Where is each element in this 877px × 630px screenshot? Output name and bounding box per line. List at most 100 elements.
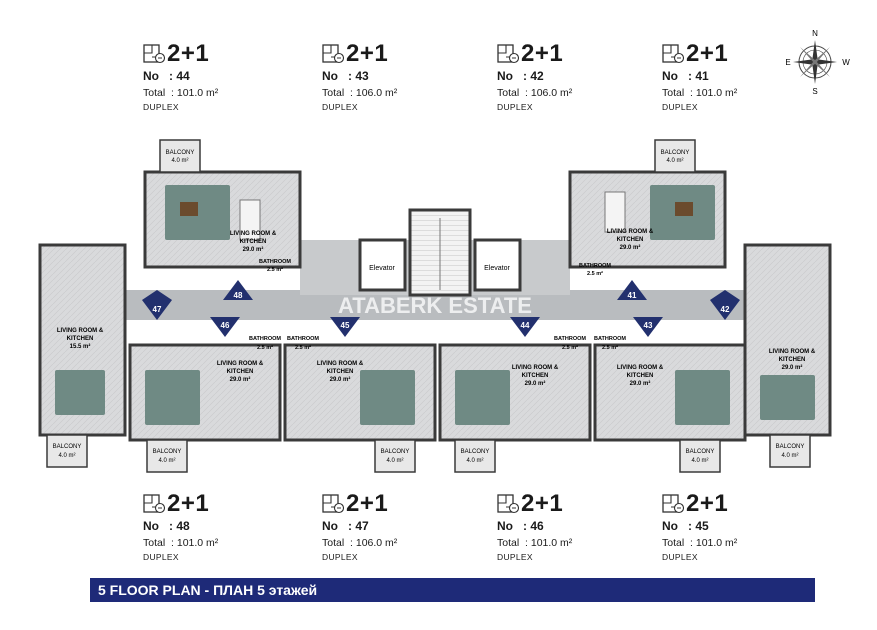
room-area: 29.0 m²	[630, 380, 651, 387]
bathroom-area: 2.5 m²	[295, 344, 311, 351]
unit-kind: DUPLEX	[497, 102, 533, 112]
svg-text:41: 41	[628, 291, 637, 300]
balcony-label: BALCONY	[686, 449, 715, 455]
unit-type: 2+1	[346, 490, 389, 517]
rug	[760, 375, 815, 420]
balcony-area: 4.0 m²	[691, 458, 708, 464]
balcony-label: BALCONY	[461, 449, 490, 455]
room-label: KITCHEN	[67, 336, 94, 342]
room-label: KITCHEN	[327, 369, 354, 375]
unit-card-42: 2+1 No : 42 Total : 106.0 m² DUPLEX	[497, 40, 632, 117]
unit-kind: DUPLEX	[662, 102, 698, 112]
bathroom-label: BATHROOM	[249, 336, 281, 342]
balcony-label: BALCONY	[166, 150, 195, 156]
compass-s: S	[812, 87, 817, 96]
room-label: LIVING ROOM &	[317, 361, 364, 367]
room-area: 15.5 m²	[70, 343, 91, 350]
room-label: LIVING ROOM &	[512, 365, 559, 371]
svg-text:45: 45	[341, 321, 350, 330]
rug	[455, 370, 510, 425]
room-label: KITCHEN	[779, 357, 806, 363]
balcony-label: BALCONY	[381, 449, 410, 455]
room-area: 29.0 m²	[230, 376, 251, 383]
balcony-bottom-5	[679, 439, 721, 473]
unit-total-area: Total : 101.0 m²	[143, 537, 219, 549]
balcony-label: BALCONY	[776, 444, 805, 450]
entry-marker: 44	[510, 317, 540, 337]
unit-card-41: 2+1 No : 41 Total : 101.0 m² DUPLEX	[662, 40, 797, 117]
bathroom-label: BATHROOM	[579, 263, 611, 269]
entry-marker: 45	[330, 317, 360, 337]
room-area: 29.0 m²	[782, 364, 803, 371]
rug	[145, 370, 200, 425]
balcony-area: 4.0 m²	[158, 458, 175, 464]
floorplan-icon	[497, 44, 519, 64]
unit-number: No : 46	[497, 519, 544, 533]
unit-total-area: Total : 101.0 m²	[143, 87, 219, 99]
unit-kind: DUPLEX	[497, 552, 533, 562]
floorplan-icon	[662, 494, 684, 514]
unit-kind: DUPLEX	[322, 552, 358, 562]
room-area: 29.0 m²	[525, 380, 546, 387]
unit-number: No : 43	[322, 69, 369, 83]
room-area: 29.0 m²	[243, 246, 264, 253]
unit-total-area: Total : 101.0 m²	[662, 87, 738, 99]
balcony-area: 4.0 m²	[666, 158, 683, 164]
unit-number: No : 44	[143, 69, 190, 83]
coffee-table	[675, 202, 693, 216]
elevator-left	[358, 238, 407, 292]
balcony-bottom-1	[46, 434, 88, 468]
floor-plan-title-banner: 5 FLOOR PLAN - ПЛАН 5 этажей	[90, 578, 815, 602]
unit-number: No : 48	[143, 519, 190, 533]
balcony-bottom-3	[374, 439, 416, 473]
balcony-top-right	[654, 139, 696, 173]
room-label: LIVING ROOM &	[57, 328, 104, 334]
room-label: LIVING ROOM &	[617, 365, 664, 371]
balcony-bottom-6	[769, 434, 811, 468]
unit-kind: DUPLEX	[143, 552, 179, 562]
unit-kind: DUPLEX	[662, 552, 698, 562]
unit-type: 2+1	[167, 40, 210, 67]
bathroom-label: BATHROOM	[554, 336, 586, 342]
room-label: KITCHEN	[240, 239, 267, 245]
floorplan-icon	[662, 44, 684, 64]
rug	[55, 370, 105, 415]
floorplan-icon	[143, 494, 165, 514]
unit-card-44: 2+1 No : 44 Total : 101.0 m² DUPLEX	[143, 40, 278, 117]
compass-w: W	[842, 58, 850, 67]
bathroom-area: 2.5 m²	[257, 344, 273, 351]
floorplan-icon	[143, 44, 165, 64]
svg-text:44: 44	[521, 321, 530, 330]
entry-marker: 48	[223, 280, 253, 300]
balcony-area: 4.0 m²	[386, 458, 403, 464]
entry-marker: 43	[633, 317, 663, 337]
watermark: ATABERK ESTATE	[338, 293, 532, 318]
entry-marker: 42	[710, 290, 740, 320]
bathroom-area: 2.5 m²	[562, 344, 578, 351]
unit-card-43: 2+1 No : 43 Total : 106.0 m² DUPLEX	[322, 40, 457, 117]
unit-number: No : 42	[497, 69, 544, 83]
unit-total-area: Total : 106.0 m²	[322, 537, 398, 549]
entry-marker: 46	[210, 317, 240, 337]
elevator-right	[473, 238, 522, 292]
floorplan-icon	[322, 44, 344, 64]
compass-n: N	[812, 29, 818, 38]
unit-type: 2+1	[521, 490, 564, 517]
unit-card-48: 2+1 No : 48 Total : 101.0 m² DUPLEX	[143, 490, 278, 567]
elevator-left-label: Elevator	[369, 265, 395, 272]
unit-card-46: 2+1 No : 46 Total : 101.0 m² DUPLEX	[497, 490, 632, 567]
svg-text:42: 42	[721, 305, 730, 314]
compass-e: E	[785, 58, 790, 67]
bathroom-label: BATHROOM	[259, 259, 291, 265]
unit-type: 2+1	[346, 40, 389, 67]
entry-marker: 41	[617, 280, 647, 300]
room-area: 29.0 m²	[620, 244, 641, 251]
unit-total-area: Total : 101.0 m²	[497, 537, 573, 549]
dining-table	[239, 199, 261, 241]
unit-type: 2+1	[521, 40, 564, 67]
svg-text:48: 48	[234, 291, 243, 300]
svg-text:46: 46	[221, 321, 230, 330]
floorplan-icon	[497, 494, 519, 514]
entry-marker: 47	[142, 290, 172, 320]
room-area: 29.0 m²	[330, 376, 351, 383]
